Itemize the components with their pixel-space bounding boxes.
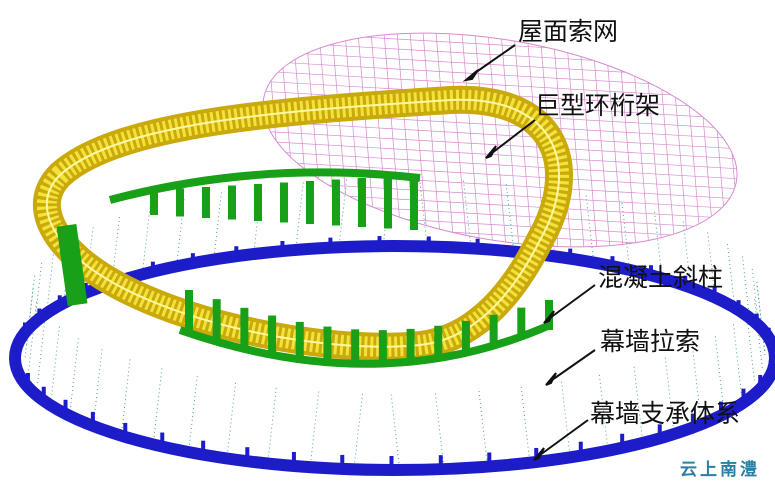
- curtain-cable: [354, 392, 364, 463]
- curtain-support-ring: [9, 240, 775, 476]
- back-column: [410, 175, 418, 230]
- curtain-cable: [153, 366, 163, 438]
- curtain-cable: [51, 325, 61, 396]
- roof-net-line: [278, 19, 300, 261]
- front-column: [295, 321, 304, 363]
- curtain-cable: [141, 206, 151, 277]
- curtain-cable: [294, 180, 304, 252]
- curtain-cable: [121, 357, 131, 429]
- label-curtain-cables: 幕墙拉索: [600, 327, 701, 356]
- label-concrete-columns: 混凝土斜柱: [598, 263, 724, 292]
- back-column: [254, 184, 262, 221]
- back-column: [384, 176, 392, 229]
- front-column: [185, 290, 193, 335]
- roof-net-line: [246, 129, 754, 161]
- curtain-cable: [227, 381, 237, 452]
- back-column: [176, 188, 184, 217]
- curtain-cable: [338, 178, 348, 249]
- label-ring-truss: 巨型环桁架: [535, 91, 661, 120]
- roof-net-line: [246, 59, 754, 91]
- label-curtain-support: 幕墙支承体系: [590, 399, 741, 428]
- roof-net-line: [629, 19, 651, 261]
- front-column: [240, 307, 249, 351]
- roof-net-line: [421, 19, 443, 261]
- roof-net-line: [733, 19, 754, 261]
- front-column: [434, 325, 443, 361]
- roof-net-line: [512, 19, 534, 261]
- leader-arrows: [462, 44, 596, 461]
- roof-net-line: [246, 149, 754, 181]
- roof-net-line: [473, 19, 495, 261]
- roof-net-line: [616, 19, 638, 261]
- curtain-cable: [520, 385, 530, 456]
- curtain-cable: [418, 177, 428, 248]
- back-column: [202, 187, 210, 218]
- curtain-cable: [70, 336, 80, 407]
- back-column: [358, 178, 366, 227]
- roof-net-line: [246, 209, 754, 241]
- front-column: [517, 307, 526, 339]
- curtain-cable: [310, 390, 320, 461]
- front-column: [406, 328, 415, 365]
- front-columns: [185, 290, 553, 368]
- back-column: [306, 181, 314, 224]
- back-column: [150, 190, 158, 215]
- back-column: [332, 179, 340, 226]
- label-roof-cable-net: 屋面索网: [518, 17, 619, 46]
- back-column: [228, 185, 236, 220]
- curtain-cable: [478, 389, 488, 460]
- roof-net-line: [246, 179, 754, 211]
- front-column: [212, 299, 221, 343]
- front-column-beam: [178, 321, 552, 368]
- watermark-logo: 云上南澧: [680, 460, 760, 480]
- curtain-cable: [267, 386, 277, 457]
- front-column: [378, 330, 387, 368]
- front-column: [461, 320, 470, 355]
- roof-net-line: [590, 19, 612, 261]
- roof-net-line: [246, 139, 754, 171]
- curtain-cable: [585, 193, 595, 264]
- roof-net-line: [668, 19, 690, 261]
- left-column-cluster: [56, 223, 88, 307]
- roof-net-line: [246, 189, 754, 221]
- curtain-cable: [93, 347, 103, 418]
- roof-net-line: [434, 19, 456, 261]
- back-column-beam: [108, 168, 421, 204]
- roof-net-line: [447, 19, 469, 261]
- roof-net-line: [246, 119, 754, 151]
- roof-net-line: [246, 199, 754, 231]
- support-posts: [14, 236, 773, 470]
- mega-ring-truss: [33, 85, 573, 361]
- front-column: [489, 314, 498, 348]
- front-column: [323, 326, 332, 366]
- roof-net-line: [746, 19, 754, 261]
- curtain-cable: [188, 374, 198, 445]
- back-columns: [150, 175, 418, 230]
- back-column: [280, 182, 288, 223]
- roof-net-line: [486, 19, 508, 261]
- roof-net-line: [246, 159, 754, 191]
- curtain-cable: [434, 392, 444, 463]
- roof-net-line: [603, 19, 625, 261]
- roof-net-line: [246, 19, 261, 261]
- curtain-cable: [390, 392, 400, 464]
- roof-net-line: [460, 19, 482, 261]
- curtain-cable: [213, 190, 223, 261]
- curtain-cable: [732, 322, 742, 394]
- roof-net-line: [252, 19, 274, 261]
- front-column: [268, 315, 277, 358]
- roof-net-edge: [262, 32, 738, 248]
- front-column: [545, 300, 553, 330]
- front-column: [351, 329, 360, 368]
